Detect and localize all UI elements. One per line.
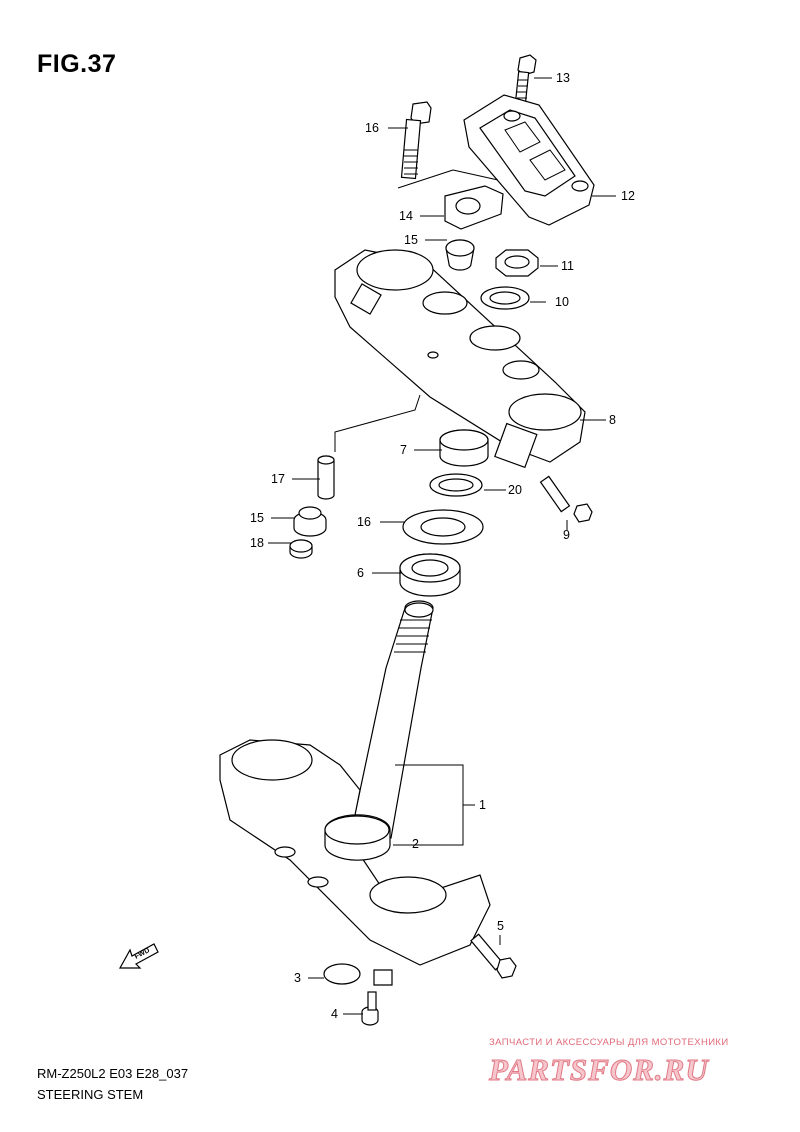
part-10-washer bbox=[480, 286, 530, 310]
part-6-bearing bbox=[399, 553, 461, 597]
part-20-washer bbox=[429, 473, 483, 497]
part-15-cushion-lower bbox=[293, 506, 327, 537]
callout-14: 14 bbox=[399, 209, 413, 223]
part-17-bolt bbox=[400, 101, 432, 180]
callout-15b: 15 bbox=[250, 511, 264, 525]
callout-1: 1 bbox=[479, 798, 486, 812]
callout-19: 18 bbox=[250, 536, 264, 550]
callout-17: 16 bbox=[365, 121, 379, 135]
callout-10: 10 bbox=[555, 295, 569, 309]
part-18-collar bbox=[317, 455, 335, 500]
leader-lines bbox=[268, 77, 616, 1015]
callout-16: 16 bbox=[357, 515, 371, 529]
fwd-arrow-icon: FWD bbox=[118, 943, 159, 969]
callout-8: 8 bbox=[609, 413, 616, 427]
upper-triple-clamp bbox=[334, 249, 586, 469]
part-11-nut bbox=[495, 249, 539, 277]
part-9-bolt bbox=[539, 475, 593, 523]
callout-15: 15 bbox=[404, 233, 418, 247]
model-code: RM-Z250L2 E03 E28_037 bbox=[37, 1066, 189, 1081]
part-15-cushion bbox=[445, 239, 475, 271]
callout-3: 3 bbox=[294, 971, 301, 985]
callout-7: 7 bbox=[400, 443, 407, 457]
part-3-clamp bbox=[323, 963, 393, 986]
callout-labels: 13 16 12 14 15 11 10 8 7 17 20 15 16 18 … bbox=[250, 71, 635, 1021]
part-19-nut bbox=[289, 539, 313, 559]
callout-12: 12 bbox=[621, 189, 635, 203]
callout-11: 11 bbox=[561, 259, 574, 273]
part-13-bolt bbox=[514, 54, 537, 106]
part-7-nut bbox=[439, 429, 489, 467]
callout-13: 13 bbox=[556, 71, 570, 85]
part-4-bolt bbox=[361, 991, 379, 1026]
watermark-tagline: ЗАПЧАСТИ И АКСЕССУАРЫ ДЛЯ МОТОТЕХНИКИ bbox=[489, 1037, 729, 1048]
part-12-handlebar-holder bbox=[463, 94, 595, 226]
callout-4: 4 bbox=[331, 1007, 338, 1021]
callout-2: 2 bbox=[412, 837, 419, 851]
part-14-handlebar-holder-lower bbox=[397, 169, 504, 230]
part-1-steering-stem bbox=[219, 600, 491, 966]
part-16-dust-seal bbox=[402, 509, 484, 545]
callout-18: 17 bbox=[271, 472, 285, 486]
callout-6: 6 bbox=[357, 566, 364, 580]
figure-title: FIG.37 bbox=[37, 50, 117, 78]
part-5-bolt bbox=[470, 933, 517, 979]
callout-9: 9 bbox=[563, 528, 570, 542]
callout-20: 20 bbox=[508, 483, 522, 497]
watermark-logo: PARTSFOR.RU bbox=[489, 1052, 709, 1088]
diagram-caption: STEERING STEM bbox=[37, 1087, 144, 1102]
callout-5: 5 bbox=[497, 919, 504, 933]
